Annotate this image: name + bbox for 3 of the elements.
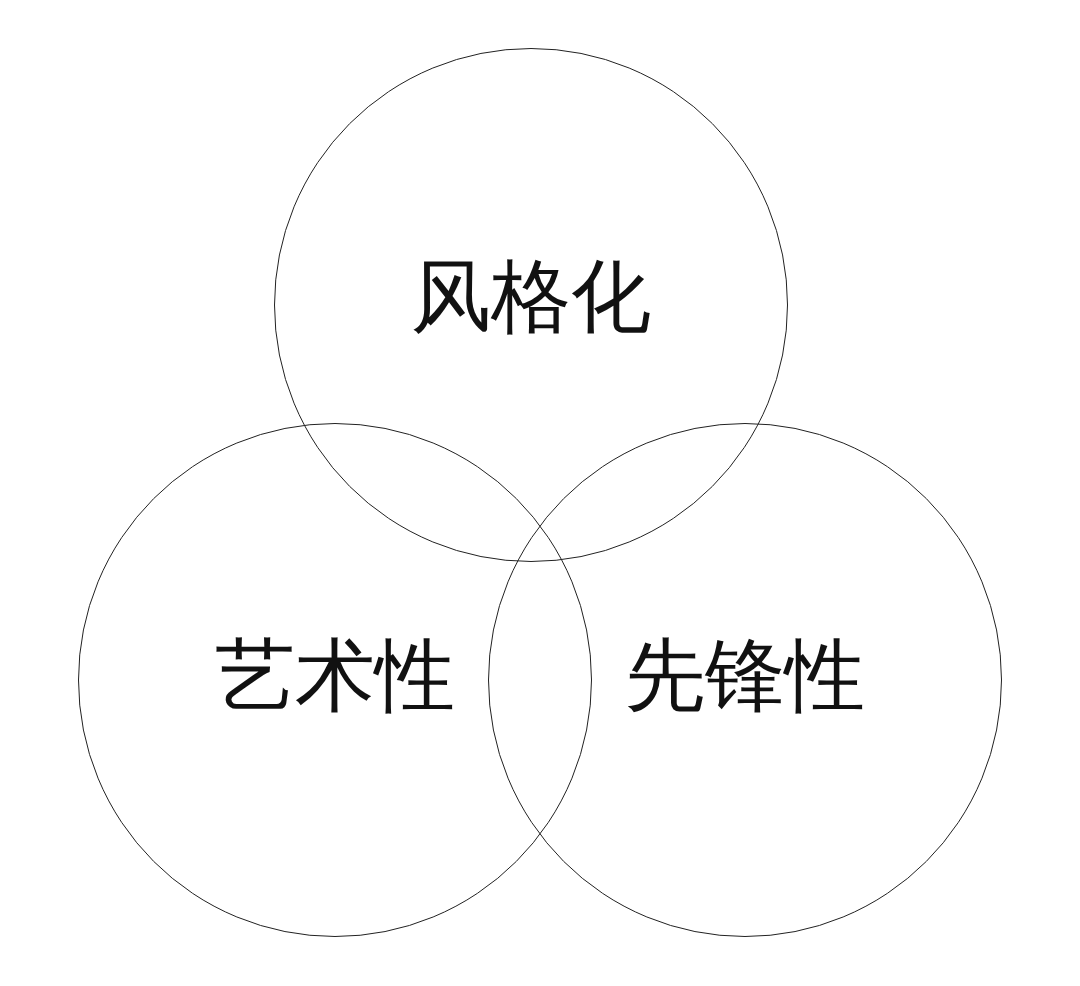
circle-label: 先锋性: [625, 632, 865, 720]
circle-label: 风格化: [411, 253, 651, 341]
circle-label: 艺术性: [215, 632, 455, 720]
